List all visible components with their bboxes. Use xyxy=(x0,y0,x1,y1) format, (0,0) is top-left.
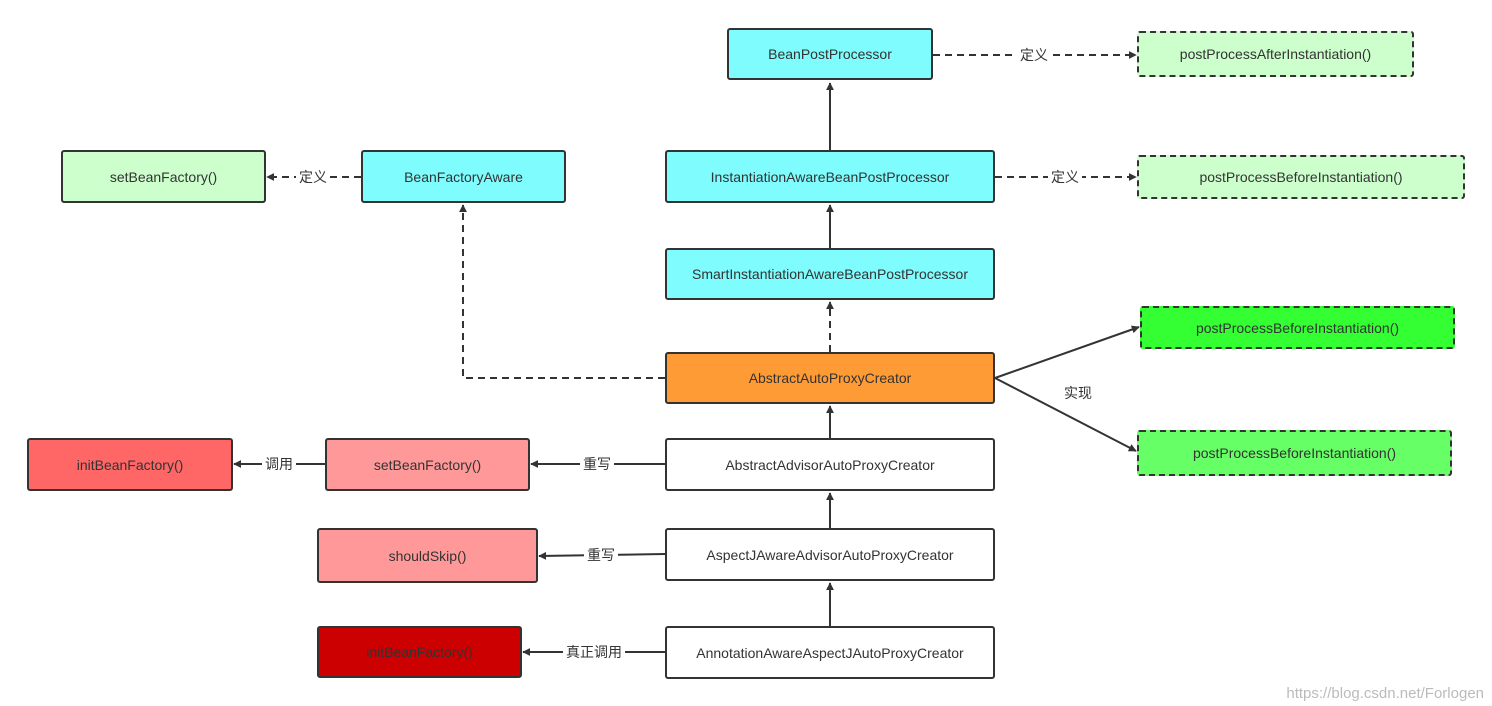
label-override-aaapc: 重写 xyxy=(580,456,614,472)
node-init-bean-factory-real: initBeanFactory() xyxy=(317,626,522,678)
edge-aapc-impl-2 xyxy=(994,377,1137,452)
label-real-call: 真正调用 xyxy=(563,644,625,660)
label-define-bfa: 定义 xyxy=(296,169,330,185)
node-init-bean-factory: initBeanFactory() xyxy=(27,438,233,491)
label-define-bpp: 定义 xyxy=(1017,47,1051,63)
node-should-skip: shouldSkip() xyxy=(317,528,538,583)
label-call: 调用 xyxy=(262,456,296,472)
node-bean-factory-aware: BeanFactoryAware xyxy=(361,150,566,203)
node-set-bean-factory-def: setBeanFactory() xyxy=(61,150,266,203)
node-post-process-before-instantiation-impl-1: postProcessBeforeInstantiation() xyxy=(1140,306,1455,349)
node-abstract-auto-proxy-creator: AbstractAutoProxyCreator xyxy=(665,352,995,404)
label-define-iabpp: 定义 xyxy=(1048,169,1082,185)
node-instantiation-aware-bpp: InstantiationAwareBeanPostProcessor xyxy=(665,150,995,203)
node-bean-post-processor: BeanPostProcessor xyxy=(727,28,933,80)
node-aspectj-aware-advisor-auto-proxy-creator: AspectJAwareAdvisorAutoProxyCreator xyxy=(665,528,995,581)
watermark: https://blog.csdn.net/Forlogen xyxy=(1286,685,1484,702)
edge-aapc-implements-bfa xyxy=(459,204,665,379)
node-post-process-before-instantiation-def: postProcessBeforeInstantiation() xyxy=(1137,155,1465,199)
node-set-bean-factory-override: setBeanFactory() xyxy=(325,438,530,491)
node-smart-instantiation-aware-bpp: SmartInstantiationAwareBeanPostProcessor xyxy=(665,248,995,300)
label-implement: 实现 xyxy=(1064,385,1092,401)
node-abstract-advisor-auto-proxy-creator: AbstractAdvisorAutoProxyCreator xyxy=(665,438,995,491)
node-post-process-after-instantiation: postProcessAfterInstantiation() xyxy=(1137,31,1414,77)
node-post-process-before-instantiation-impl-2: postProcessBeforeInstantiation() xyxy=(1137,430,1452,476)
label-override-ajaaapc: 重写 xyxy=(584,547,618,563)
node-annotation-aware-aspectj-auto-proxy-creator: AnnotationAwareAspectJAutoProxyCreator xyxy=(665,626,995,679)
edge-aapc-impl-1 xyxy=(994,325,1140,379)
